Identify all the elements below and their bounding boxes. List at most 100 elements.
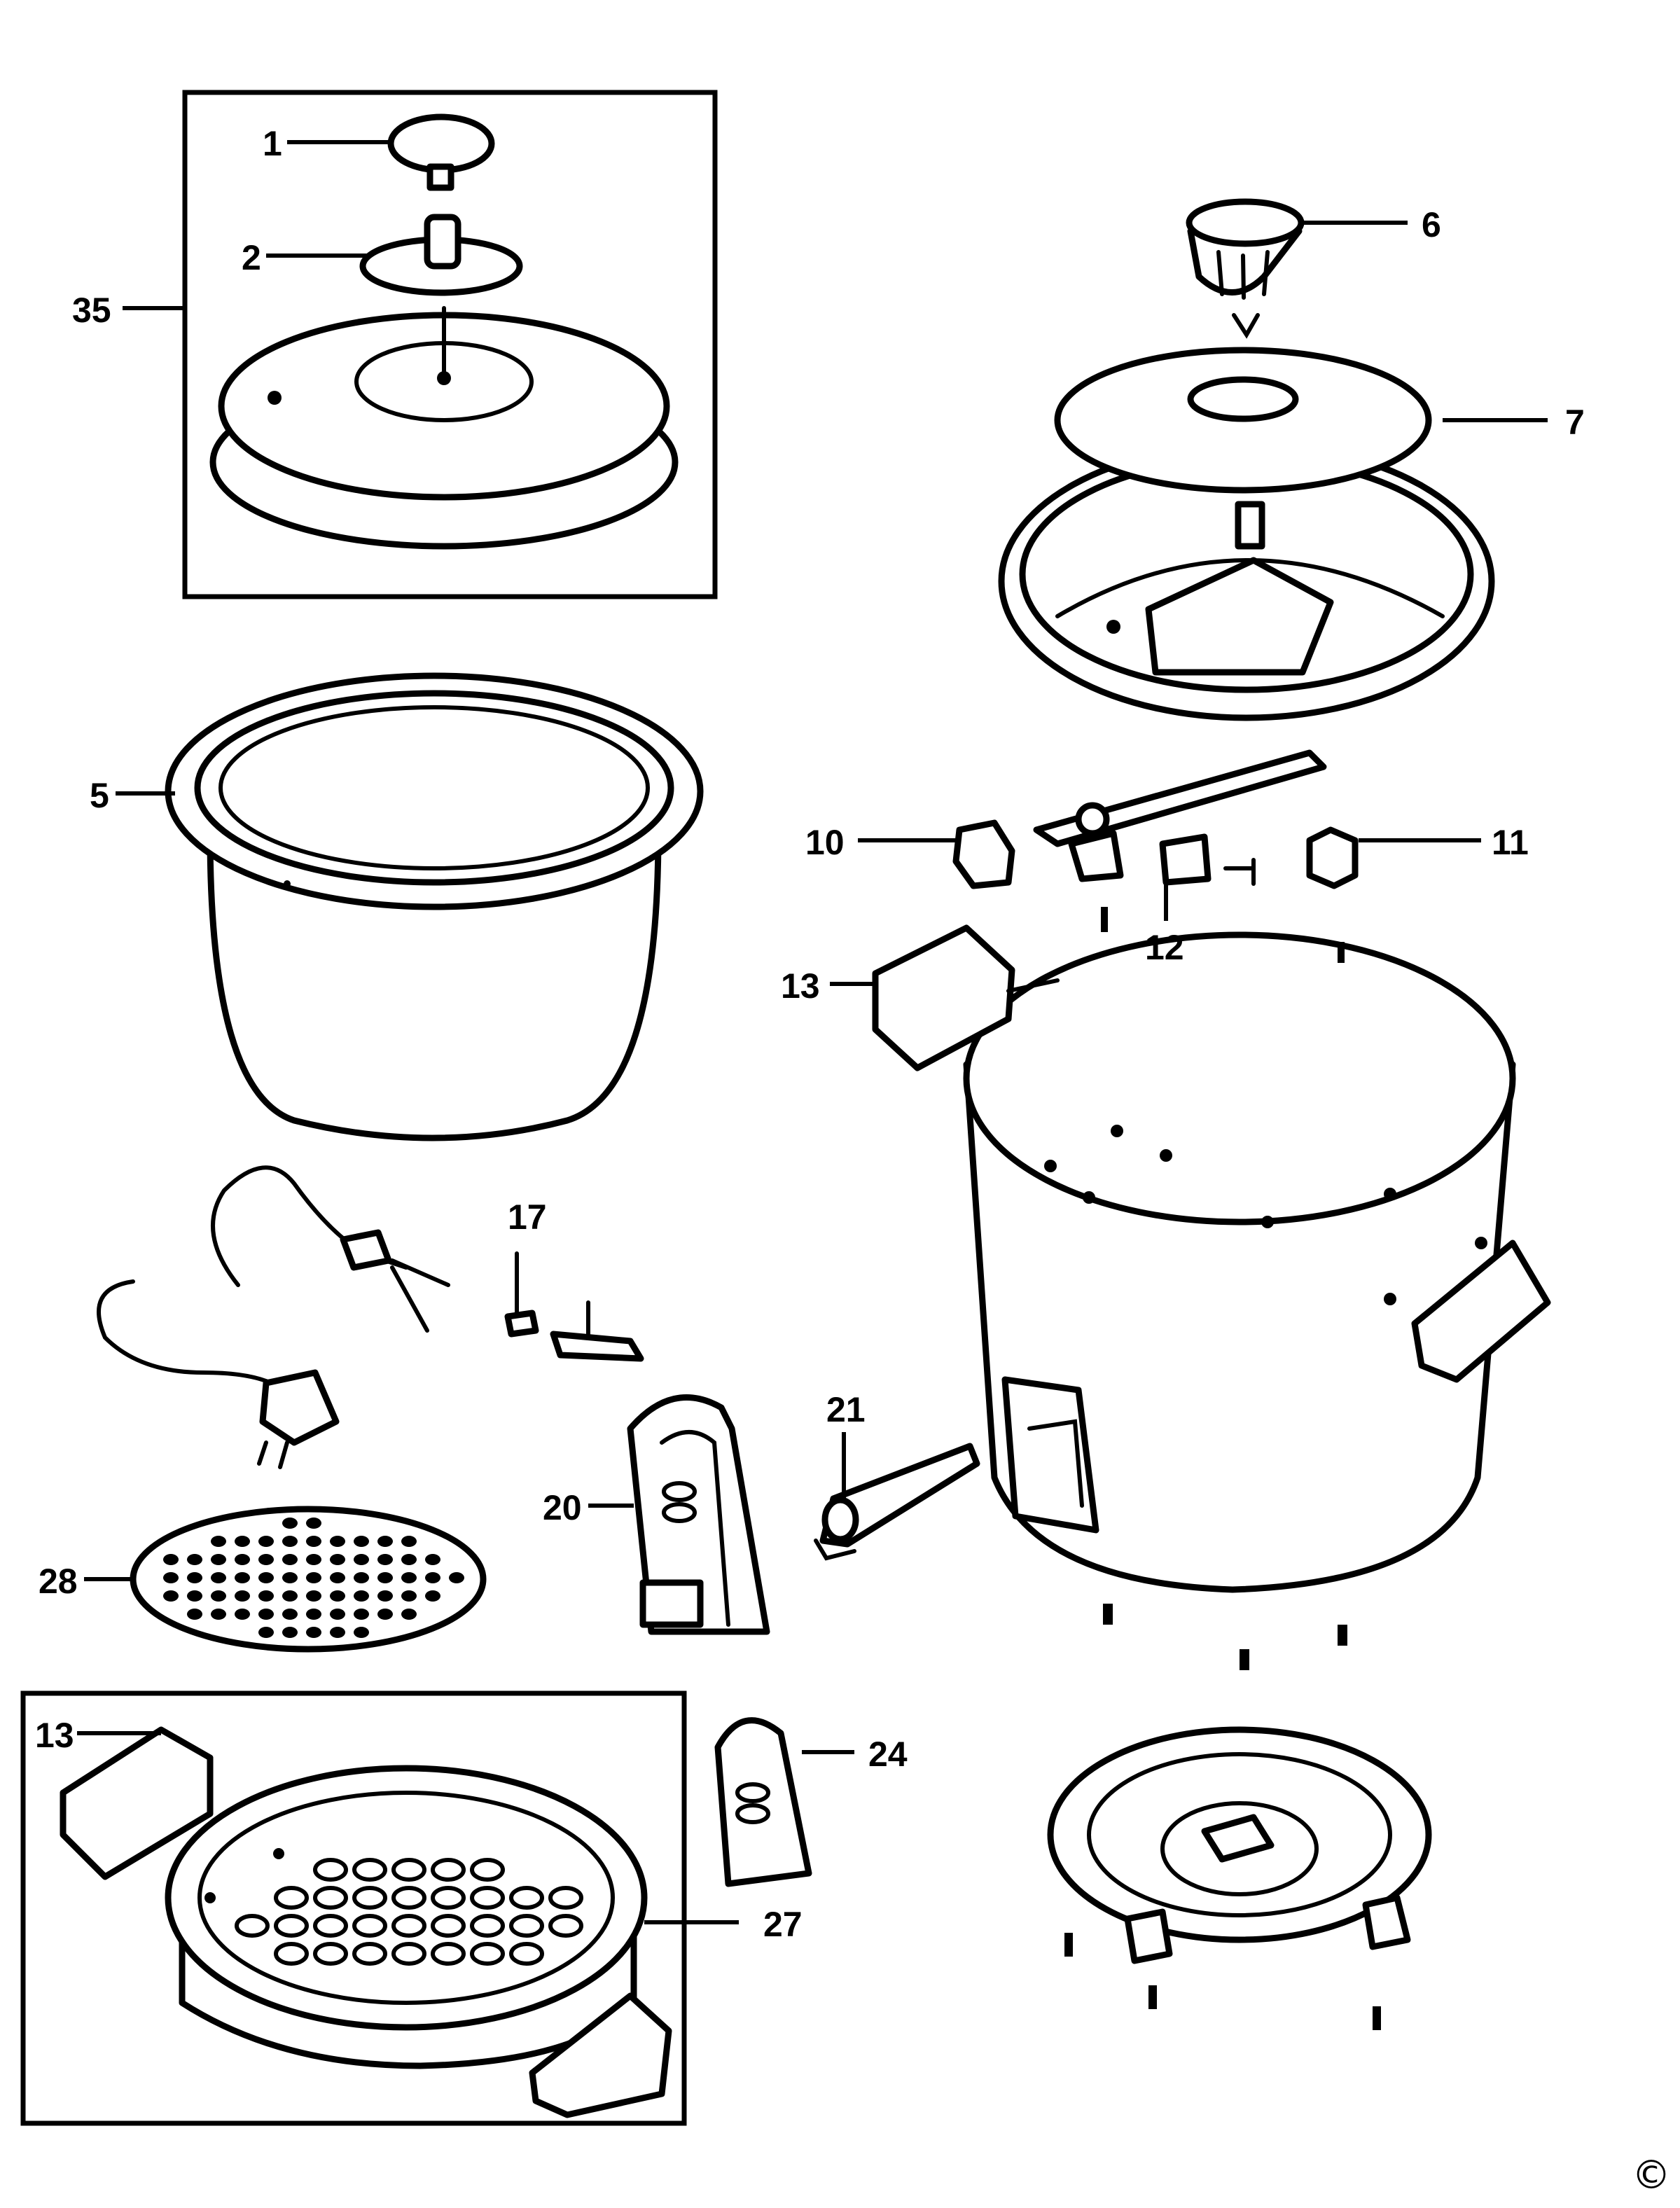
lid-assembly	[209, 113, 679, 550]
cover-piece	[714, 1717, 812, 1887]
plate-hole	[187, 1590, 202, 1602]
plate-hole	[163, 1554, 179, 1565]
plate-hole	[235, 1572, 250, 1583]
steam-valve	[1186, 198, 1305, 339]
plate-hole	[377, 1609, 393, 1620]
steam-plate	[130, 1506, 487, 1653]
basket-hole	[470, 1942, 505, 1966]
callout-1: 1	[263, 124, 282, 163]
plate-hole	[330, 1609, 345, 1620]
plate-hole	[211, 1536, 226, 1547]
basket-hole	[548, 1914, 583, 1938]
plate-hole	[330, 1590, 345, 1602]
plate-hole	[235, 1554, 250, 1565]
basket-hole	[431, 1858, 466, 1882]
plate-hole	[354, 1627, 369, 1638]
plate-hole	[187, 1554, 202, 1565]
power-cord	[97, 1165, 450, 1469]
plate-hole	[425, 1590, 440, 1602]
plate-hole	[401, 1554, 417, 1565]
inner-pot	[165, 672, 704, 1141]
leader-lines	[77, 140, 1548, 1924]
plate-hole	[377, 1554, 393, 1565]
plate-hole	[354, 1572, 369, 1583]
plate-hole	[306, 1590, 321, 1602]
plate-hole	[306, 1609, 321, 1620]
basket-hole	[274, 1942, 309, 1966]
plate-hole	[235, 1536, 250, 1547]
plate-hole	[282, 1536, 298, 1547]
plate-hole	[330, 1572, 345, 1583]
callout-12: 12	[1145, 928, 1184, 967]
callout-20: 20	[543, 1488, 582, 1527]
plate-hole	[306, 1554, 321, 1565]
callout-13-body: 13	[781, 966, 820, 1006]
basket-hole	[509, 1886, 544, 1910]
inner-lid	[998, 347, 1495, 721]
callout-27: 27	[763, 1905, 803, 1944]
plate-hole	[306, 1536, 321, 1547]
basket-hole	[313, 1914, 348, 1938]
plate-hole	[425, 1572, 440, 1583]
plate-hole	[425, 1554, 440, 1565]
basket-hole	[313, 1858, 348, 1882]
callout-6: 6	[1422, 205, 1441, 244]
callout-28: 28	[39, 1562, 78, 1601]
basket-hole	[391, 1914, 426, 1938]
callout-2: 2	[242, 238, 261, 277]
plate-hole	[401, 1536, 417, 1547]
plate-hole	[306, 1518, 321, 1529]
plate-hole	[258, 1536, 274, 1547]
plate-hole	[401, 1572, 417, 1583]
callout-21: 21	[826, 1390, 866, 1429]
terminal-part	[504, 1251, 644, 1362]
basket-hole	[274, 1886, 309, 1910]
steamer-basket	[60, 1726, 672, 2118]
basket-hole	[352, 1942, 387, 1966]
basket-hole	[470, 1914, 505, 1938]
plate-hole	[282, 1627, 298, 1638]
callout-35: 35	[72, 291, 111, 330]
basket-hole	[548, 1886, 583, 1910]
plate-hole	[187, 1609, 202, 1620]
plate-hole	[401, 1609, 417, 1620]
basket-hole	[352, 1858, 387, 1882]
plate-hole	[282, 1572, 298, 1583]
callout-7: 7	[1565, 403, 1585, 442]
switch-rod	[814, 1443, 980, 1561]
basket-hole	[391, 1886, 426, 1910]
basket-hole	[470, 1886, 505, 1910]
basket-hole	[391, 1942, 426, 1966]
base-plate	[1047, 1604, 1432, 2030]
basket-hole	[313, 1942, 348, 1966]
basket-hole	[274, 1914, 309, 1938]
plate-hole	[282, 1518, 298, 1529]
plate-hole	[377, 1572, 393, 1583]
plate-hole	[258, 1554, 274, 1565]
callout-11: 11	[1492, 823, 1529, 862]
plate-hole	[187, 1572, 202, 1583]
plate-hole	[354, 1609, 369, 1620]
basket-hole	[431, 1886, 466, 1910]
basket-hole	[391, 1858, 426, 1882]
plate-hole	[306, 1572, 321, 1583]
callout-10: 10	[805, 823, 845, 862]
plate-hole	[258, 1627, 274, 1638]
plate-hole	[211, 1572, 226, 1583]
plate-hole	[211, 1609, 226, 1620]
basket-hole	[470, 1858, 505, 1882]
plate-hole	[282, 1554, 298, 1565]
plate-hole	[282, 1590, 298, 1602]
callout-13-basket: 13	[35, 1716, 74, 1755]
basket-hole	[313, 1886, 348, 1910]
plate-hole	[354, 1590, 369, 1602]
callout-5: 5	[90, 776, 109, 815]
plate-hole	[163, 1590, 179, 1602]
plate-hole	[235, 1590, 250, 1602]
steamer-basket-box	[20, 1690, 687, 2126]
plate-hole	[377, 1536, 393, 1547]
plate-hole	[211, 1554, 226, 1565]
basket-hole	[431, 1942, 466, 1966]
latch-parts	[952, 749, 1359, 932]
